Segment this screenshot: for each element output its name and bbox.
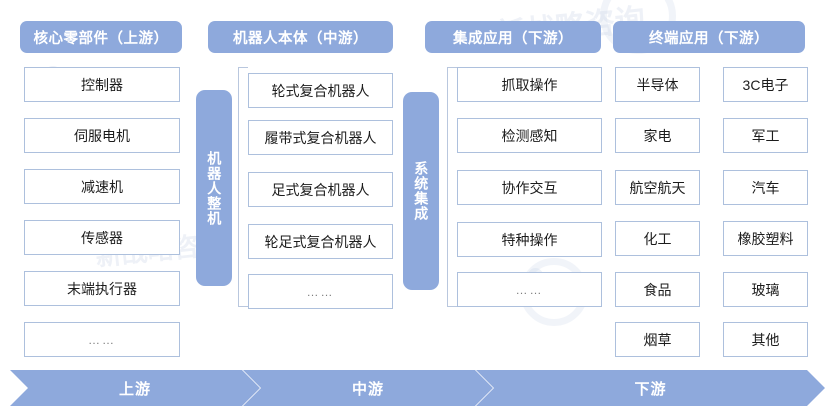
integrated-application-item-1[interactable]: 抓取操作: [457, 67, 602, 102]
flow-segment-midstream[interactable]: 中游: [243, 370, 493, 406]
terminal-application-right-item-1[interactable]: 3C电子: [723, 67, 808, 102]
integrated-application-item-4[interactable]: 特种操作: [457, 222, 602, 257]
terminal-application-right-item-2[interactable]: 军工: [723, 118, 808, 153]
terminal-application-left-item-6[interactable]: 烟草: [615, 322, 700, 357]
terminal-application-left-item-3[interactable]: 航空航天: [615, 170, 700, 205]
midstream-item-4[interactable]: 轮足式复合机器人: [248, 224, 393, 259]
upstream-item-6[interactable]: ……: [24, 322, 180, 357]
terminal-application-right-item-3[interactable]: 汽车: [723, 170, 808, 205]
column-header-terminal-application: 终端应用（下游）: [613, 21, 805, 53]
flow-segment-downstream[interactable]: 下游: [476, 370, 825, 406]
integrated-application-item-3[interactable]: 协作交互: [457, 170, 602, 205]
integrated-application-item-5[interactable]: ……: [457, 272, 602, 307]
terminal-application-left-item-1[interactable]: 半导体: [615, 67, 700, 102]
column-header-integrated-application: 集成应用（下游）: [425, 21, 601, 53]
column-header-upstream: 核心零部件（上游）: [20, 21, 182, 53]
terminal-application-right-item-4[interactable]: 橡胶塑料: [723, 221, 808, 256]
upstream-item-5[interactable]: 末端执行器: [24, 271, 180, 306]
column-header-midstream: 机器人本体（中游）: [208, 21, 393, 53]
midstream-item-2[interactable]: 履带式复合机器人: [248, 120, 393, 155]
integrated-application-item-2[interactable]: 检测感知: [457, 118, 602, 153]
vertical-bar-system-integration: 系统集成: [403, 92, 439, 290]
bracket-integrated-application: [447, 67, 457, 307]
vertical-bar-robot-whole-machine: 机器人整机: [196, 90, 232, 286]
midstream-item-5[interactable]: ……: [248, 274, 393, 309]
terminal-application-left-item-2[interactable]: 家电: [615, 118, 700, 153]
terminal-application-left-item-4[interactable]: 化工: [615, 221, 700, 256]
vertical-bar-robot-whole-machine-label: 机器人整机: [206, 150, 223, 226]
bracket-midstream: [238, 67, 248, 307]
upstream-item-1[interactable]: 控制器: [24, 67, 180, 102]
midstream-item-3[interactable]: 足式复合机器人: [248, 172, 393, 207]
terminal-application-right-item-6[interactable]: 其他: [723, 322, 808, 357]
terminal-application-left-item-5[interactable]: 食品: [615, 272, 700, 307]
upstream-item-2[interactable]: 伺服电机: [24, 118, 180, 153]
terminal-application-right-item-5[interactable]: 玻璃: [723, 272, 808, 307]
upstream-item-3[interactable]: 减速机: [24, 169, 180, 204]
upstream-item-4[interactable]: 传感器: [24, 220, 180, 255]
flow-segment-upstream[interactable]: 上游: [10, 370, 260, 406]
vertical-bar-system-integration-label: 系统集成: [413, 161, 430, 221]
midstream-item-1[interactable]: 轮式复合机器人: [248, 73, 393, 108]
